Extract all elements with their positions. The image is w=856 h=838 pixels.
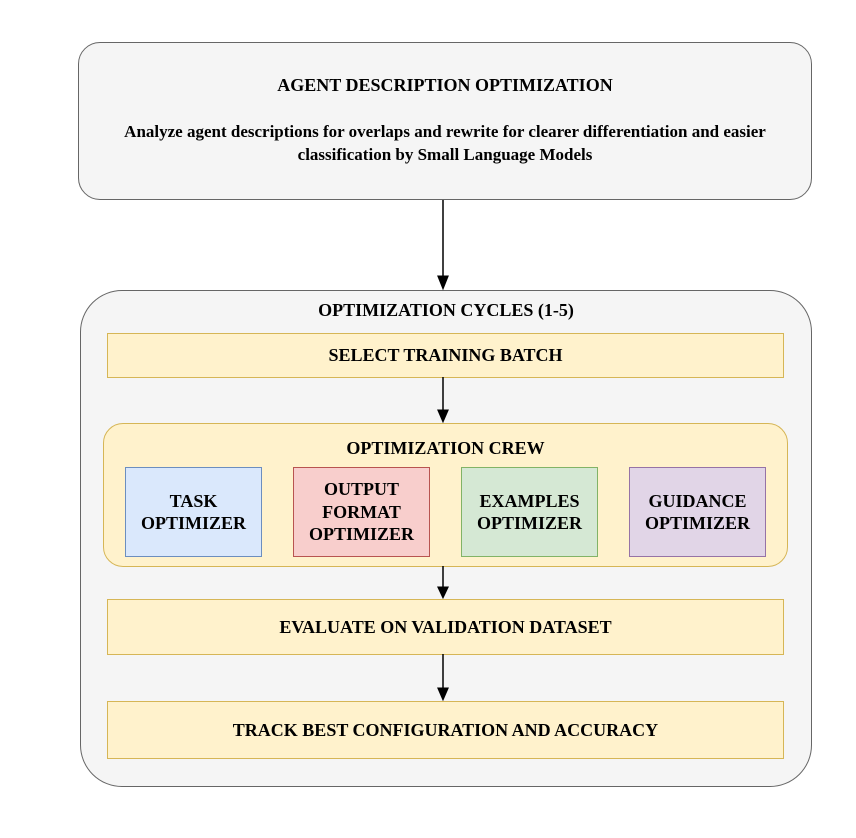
optimizer-row: TASK OPTIMIZER OUTPUT FORMAT OPTIMIZER E… [104, 467, 787, 557]
task-optimizer-box: TASK OPTIMIZER [125, 467, 262, 557]
top-box-description: Analyze agent descriptions for overlaps … [124, 122, 766, 165]
optimization-crew-container: OPTIMIZATION CREW TASK OPTIMIZER OUTPUT … [103, 423, 788, 567]
track-best-configuration-label: TRACK BEST CONFIGURATION AND ACCURACY [232, 719, 659, 740]
select-training-batch-box: SELECT TRAINING BATCH [107, 333, 784, 378]
evaluate-validation-label: EVALUATE ON VALIDATION DATASET [279, 616, 612, 637]
track-best-configuration-box: TRACK BEST CONFIGURATION AND ACCURACY [107, 701, 784, 759]
optimization-crew-title: OPTIMIZATION CREW [346, 438, 545, 458]
examples-optimizer-label: EXAMPLES OPTIMIZER [476, 490, 582, 534]
guidance-optimizer-box: GUIDANCE OPTIMIZER [629, 467, 766, 557]
optimization-cycles-container: OPTIMIZATION CYCLES (1-5) SELECT TRAININ… [80, 290, 812, 787]
top-box-title: AGENT DESCRIPTION OPTIMIZATION [277, 74, 613, 95]
agent-description-optimization-box: AGENT DESCRIPTION OPTIMIZATION Analyze a… [78, 42, 812, 200]
arrowhead-top-to-cycles [437, 275, 449, 291]
output-format-optimizer-box: OUTPUT FORMAT OPTIMIZER [293, 467, 430, 557]
examples-optimizer-box: EXAMPLES OPTIMIZER [461, 467, 598, 557]
optimization-cycles-title: OPTIMIZATION CYCLES (1-5) [318, 300, 574, 320]
output-format-optimizer-label: OUTPUT FORMAT OPTIMIZER [308, 479, 414, 545]
guidance-optimizer-label: GUIDANCE OPTIMIZER [644, 490, 750, 534]
select-training-batch-label: SELECT TRAINING BATCH [328, 345, 563, 365]
task-optimizer-label: TASK OPTIMIZER [140, 490, 246, 534]
evaluate-validation-box: EVALUATE ON VALIDATION DATASET [107, 599, 784, 655]
